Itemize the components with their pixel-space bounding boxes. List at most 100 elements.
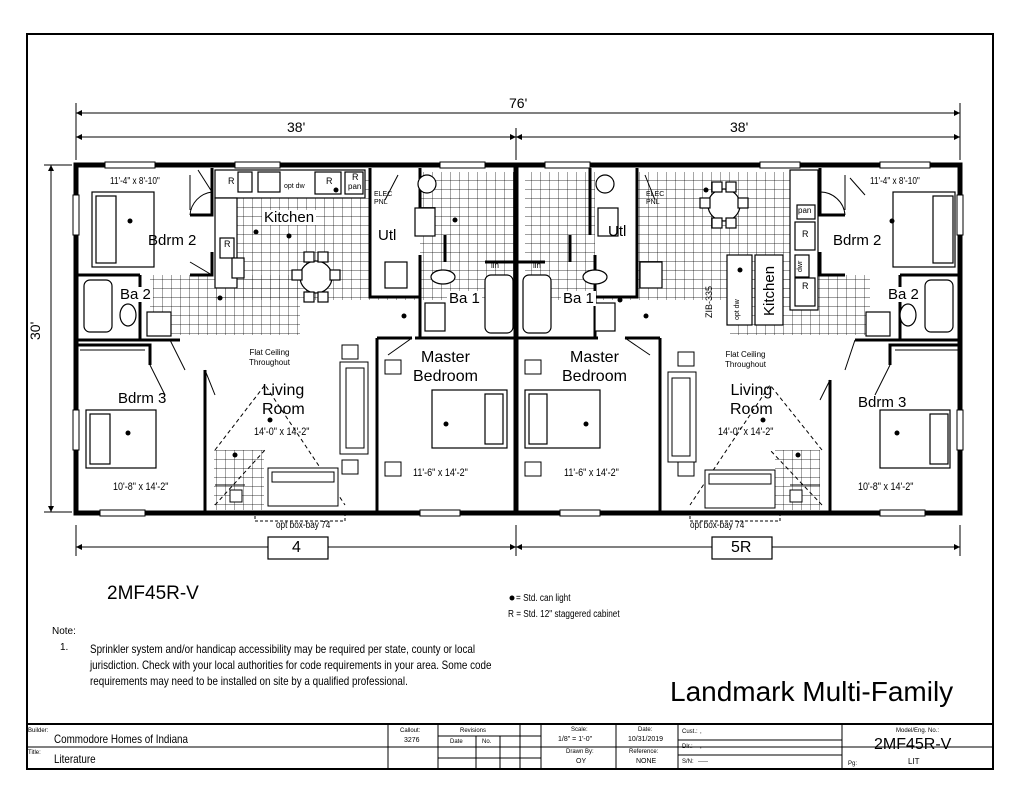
- right-ba1-label: Ba 1: [561, 290, 596, 307]
- right-unit-number: 5R: [731, 539, 752, 556]
- right-bdrm3-label: Bdrm 3: [858, 394, 907, 411]
- left-bdrm3-size: 10'-8" x 14'-2": [113, 481, 169, 493]
- date-label: Date:: [638, 727, 653, 733]
- model-eng-value: 2MF45R-V: [874, 736, 952, 753]
- note-line-2: jurisdiction. Check with your local auth…: [90, 658, 492, 672]
- left-R4: R: [352, 172, 359, 182]
- right-dwr: dwr: [797, 260, 804, 272]
- overall-width-label: 76': [509, 95, 528, 111]
- left-ba1-label: Ba 1: [447, 290, 482, 307]
- builder-label: Builder:: [28, 728, 49, 734]
- left-opt-dw: opt dw: [284, 183, 305, 190]
- left-R2: R: [326, 176, 333, 186]
- windows: [72, 161, 964, 517]
- series-title: Landmark Multi-Family: [670, 676, 954, 707]
- right-bdrm2-size: 11'-4" x 8'-10": [870, 176, 920, 187]
- note-heading: Note:: [52, 626, 76, 637]
- living-furniture: [229, 344, 803, 509]
- legend-can-light: = Std. can light: [516, 593, 571, 604]
- left-kitchen-label: Kitchen: [262, 209, 317, 226]
- title-block: Builder: Commodore Homes of Indiana Titl…: [26, 723, 992, 770]
- pg-label: Pg:: [848, 761, 858, 767]
- sheet-border: [26, 33, 994, 770]
- rev-no-label: No.: [482, 739, 492, 745]
- right-opt-box-bay: opt box-bay 74: [690, 520, 745, 531]
- dlr-value: ,: [700, 744, 702, 750]
- left-width-label: 38': [287, 119, 306, 135]
- reference-label: Reference:: [629, 749, 659, 755]
- right-util-label: Utl: [608, 223, 627, 240]
- door-swings: [149, 169, 891, 401]
- title-value: Literature: [54, 752, 96, 766]
- builder-value: Commodore Homes of Indiana: [54, 732, 189, 746]
- right-R2: R: [802, 281, 809, 291]
- left-living-size: 14'-0" x 14'-2": [254, 426, 310, 438]
- legend-cabinet: R = Std. 12" staggered cabinet: [508, 609, 620, 620]
- note-number: 1.: [60, 642, 69, 653]
- left-pan: pan: [348, 182, 362, 191]
- left-lin-label: lin: [491, 261, 500, 270]
- left-R1: R: [228, 176, 235, 186]
- cust-value: ,: [700, 729, 702, 735]
- left-bdrm2-label: Bdrm 2: [148, 232, 197, 249]
- depth-label: 30': [27, 321, 43, 340]
- sn-label: S/N:: [682, 759, 694, 765]
- rev-date-label: Date: [450, 739, 463, 745]
- date-value: 10/31/2019: [628, 736, 664, 743]
- sn-value: -----: [698, 759, 708, 765]
- dlr-label: Dlr.:: [682, 744, 693, 750]
- title-block-grid: [26, 725, 992, 770]
- scale-label: Scale:: [571, 727, 588, 733]
- right-width-label: 38': [730, 119, 749, 135]
- bath-fixtures: [83, 174, 954, 337]
- left-opt-box-bay: opt box-bay 74: [276, 520, 331, 531]
- revisions-label: Revisions: [460, 728, 487, 734]
- reference-value: NONE: [636, 758, 657, 765]
- dining-tables: [291, 181, 749, 303]
- scale-value: 1/8" = 1'-0": [558, 736, 593, 743]
- can-lights: [125, 187, 900, 458]
- right-zib-label: ZIB-335: [704, 285, 714, 318]
- note-line-3: requirements may need to be installed on…: [90, 674, 408, 688]
- right-master-size: 11'-6" x 14'-2": [564, 467, 619, 479]
- pg-value: LIT: [908, 757, 920, 766]
- callout-label: Callout:: [400, 728, 421, 734]
- right-opt-dw: opt dw: [734, 299, 741, 320]
- dimension-lines: [44, 103, 961, 556]
- model-eng-label: Model/Eng. No.:: [896, 728, 940, 734]
- left-R3: R: [224, 239, 231, 249]
- interior-walls: [76, 168, 960, 513]
- title-label: Title:: [28, 750, 41, 756]
- left-ba2-label: Ba 2: [118, 286, 153, 303]
- right-bdrm2-label: Bdrm 2: [833, 232, 882, 249]
- note-line-1: Sprinkler system and/or handicap accessi…: [90, 642, 476, 656]
- left-bdrm3-label: Bdrm 3: [118, 390, 167, 407]
- model-label: 2MF45R-V: [107, 583, 199, 604]
- right-living-size: 14'-0" x 14'-2": [718, 426, 774, 438]
- right-pan: pan: [798, 206, 812, 215]
- left-bdrm2-size: 11'-4" x 8'-10": [110, 176, 160, 187]
- left-master-size: 11'-6" x 14'-2": [413, 467, 468, 479]
- left-unit-number: 4: [292, 539, 301, 556]
- drawn-by-value: OY: [576, 758, 587, 765]
- callout-value: 3276: [404, 737, 420, 744]
- right-R1: R: [802, 229, 809, 239]
- left-util-label: Utl: [378, 227, 397, 244]
- drawn-by-label: Drawn By:: [566, 749, 594, 755]
- right-ba2-label: Ba 2: [886, 286, 921, 303]
- right-kitchen-label: Kitchen: [761, 263, 778, 318]
- right-lin-label: lin: [533, 261, 542, 270]
- cust-label: Cust.:: [682, 729, 698, 735]
- right-bdrm3-size: 10'-8" x 14'-2": [858, 481, 914, 493]
- beds: [85, 191, 956, 469]
